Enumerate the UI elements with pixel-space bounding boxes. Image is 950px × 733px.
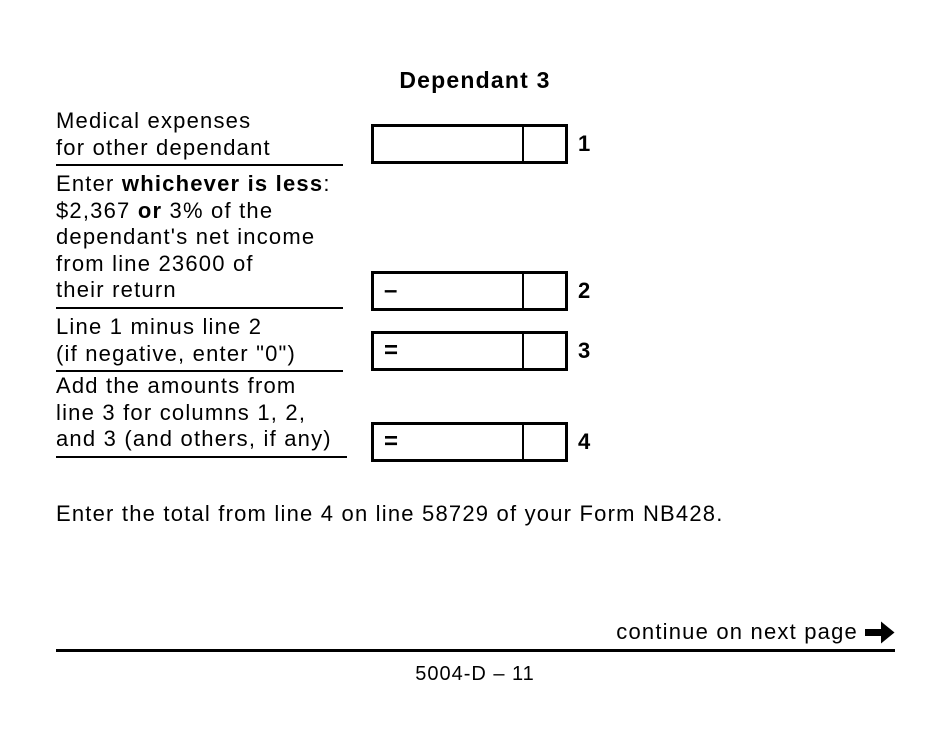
label-line: Line 1 minus line 2 (56, 314, 263, 339)
cents-cell-line1[interactable] (522, 127, 565, 161)
label-line: (if negative, enter "0") (56, 340, 297, 366)
label-line: from line 23600 of (56, 250, 254, 276)
label-text: : (323, 171, 331, 196)
label-line: Medical expenses (56, 108, 252, 133)
line-number-1: 1 (578, 131, 591, 156)
label-text-bold: or (137, 197, 163, 223)
label-text: Enter (56, 171, 122, 196)
label-text: $2,367 (56, 197, 138, 223)
cents-cell-line3[interactable] (522, 334, 565, 368)
equals-operator-line4: = (384, 428, 399, 455)
total-instruction-note: Enter the total from line 4 on line 5872… (56, 501, 724, 526)
label-line: their return (56, 277, 177, 302)
label-line: Enter whichever is less: (56, 171, 343, 198)
equals-operator-line3: = (384, 337, 399, 364)
label-whichever-is-less: Enter whichever is less: $2,367 or 3% of… (56, 171, 343, 309)
label-line: dependant's net income (56, 224, 316, 249)
bottom-rule (56, 649, 895, 652)
dollars-cell-line1[interactable] (374, 127, 522, 161)
dollars-cell-line2[interactable]: – (374, 274, 522, 308)
page-title: Dependant 3 (399, 67, 551, 93)
label-text: 3% of the (162, 197, 274, 223)
label-line: for other dependant (56, 135, 271, 160)
dollars-cell-line3[interactable]: = (374, 334, 522, 368)
cents-cell-line4[interactable] (522, 425, 565, 459)
line-number-3: 3 (578, 338, 591, 363)
line-number-2: 2 (578, 278, 591, 303)
label-text-bold: whichever is less (121, 171, 324, 196)
label-add-amounts: Add the amounts from line 3 for columns … (56, 373, 347, 458)
label-medical-expenses: Medical expenses for other dependant (56, 107, 343, 166)
amount-field-line3[interactable]: = (371, 331, 568, 371)
arrow-right-icon (865, 621, 895, 644)
continue-label: continue on next page (616, 619, 858, 644)
line-number-4: 4 (578, 429, 591, 454)
label-line: Add the amounts from (56, 373, 297, 398)
amount-field-line2[interactable]: – (371, 271, 568, 311)
minus-operator-line2: – (384, 277, 398, 304)
label-line: and 3 (and others, if any) (56, 426, 332, 451)
amount-field-line4[interactable]: = (371, 422, 568, 462)
amount-field-line1[interactable] (371, 124, 568, 164)
label-line1-minus-line2: Line 1 minus line 2 (if negative, enter … (56, 314, 343, 372)
label-line: $2,367 or 3% of the (56, 198, 343, 225)
page-number: 5004-D – 11 (415, 663, 535, 685)
label-line: line 3 for columns 1, 2, (56, 399, 307, 425)
dollars-cell-line4[interactable]: = (374, 425, 522, 459)
continue-on-next-page: continue on next page (616, 617, 895, 647)
cents-cell-line2[interactable] (522, 274, 565, 308)
